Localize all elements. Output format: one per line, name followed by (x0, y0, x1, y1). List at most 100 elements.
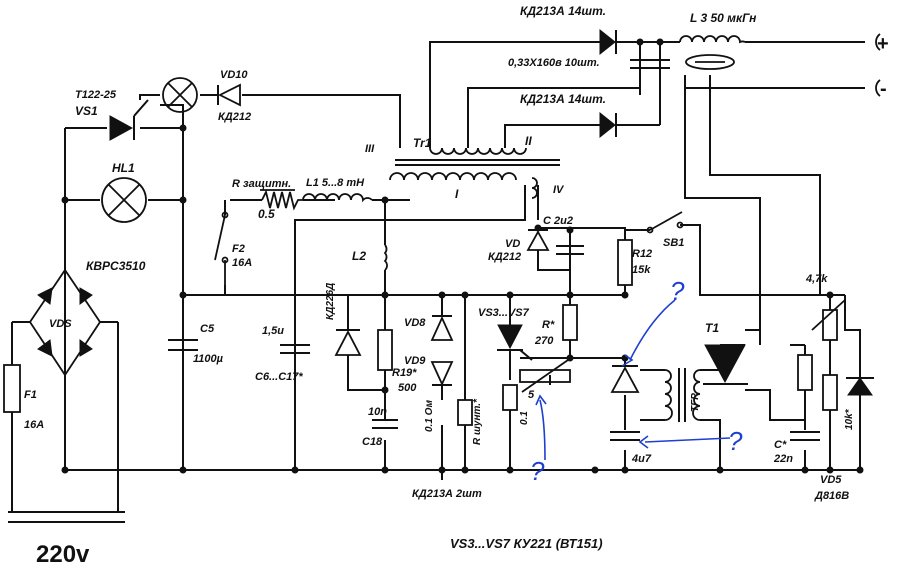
inductor-l2-symbol (383, 244, 388, 271)
label-vd: VD (505, 238, 520, 250)
lamp-hl1-symbol (101, 177, 147, 223)
label-r-shunt-val: 0.1 Ом (424, 399, 435, 432)
label-vd8: VD8 (404, 317, 426, 329)
label-question-1: ? (670, 276, 685, 306)
label-d816v: Д816В (814, 490, 849, 502)
potentiometer-47k-symbol (811, 299, 846, 341)
label-c5-val: 1100µ (193, 353, 224, 365)
transformer-tr1-symbol (389, 147, 560, 199)
label-triac: Т122-25 (75, 89, 117, 101)
label-question-2: ? (728, 426, 743, 456)
capacitor-output-symbol (630, 59, 670, 69)
label-kd212-mid: КД212 (488, 251, 521, 263)
label-tgr: ТГР (690, 393, 701, 412)
label-c-star-val: 22n (773, 453, 793, 465)
label-vd9: VD9 (404, 355, 426, 367)
label-sb1: SB1 (663, 237, 684, 249)
label-r-star: R* (542, 319, 555, 331)
trigger-transformer-tgr-symbol (664, 368, 701, 422)
wiring (8, 41, 865, 523)
label-hl1: HL1 (112, 161, 135, 175)
label-mains: 220v (36, 541, 90, 568)
resistor-r19-symbol (377, 329, 393, 371)
label-r-shunt: R шунт.* (472, 398, 483, 445)
capacitor-2u2-symbol (556, 245, 584, 255)
resistor-mid-right-symbol (797, 354, 813, 391)
label-kd212-top: КД212 (218, 111, 251, 123)
label-r-protect-val: 0.5 (258, 207, 275, 221)
label-r-star-val: 270 (534, 335, 554, 347)
label-minus: - (880, 78, 887, 100)
label-f1-val: 16A (24, 419, 44, 431)
diode-vd10-symbol (217, 83, 241, 107)
label-question-3: ? (530, 456, 545, 486)
label-kd213a-mid: КД213А 14шт. (520, 92, 606, 106)
button-sb1-symbol (646, 211, 684, 234)
label-l1: L1 5...8 mH (306, 177, 365, 189)
label-pot-01: 0.1 (519, 411, 530, 425)
label-kd226: КД226Д (325, 283, 336, 320)
diode-vd-kd212-symbol (526, 229, 550, 251)
resistor-r-protect-symbol (260, 189, 303, 211)
terminal-plus-symbol (875, 33, 881, 51)
label-vd10: VD10 (220, 69, 248, 81)
label-kd213a-bottom: КД213А 2шт (412, 488, 482, 500)
label-plus: + (877, 33, 889, 55)
diode-bridge-vds-symbol (28, 268, 102, 377)
label-f2: F2 (232, 243, 245, 255)
resistor-r-star-symbol (562, 304, 578, 341)
capacitor-c18-symbol (372, 419, 398, 429)
terminal-minus-symbol (875, 79, 881, 97)
label-wind-iv: IV (553, 184, 565, 196)
diode-kd213a-mid-symbol (599, 111, 617, 139)
potentiometer-5-symbol (519, 359, 571, 393)
label-r-protect: R защитн. (232, 178, 291, 190)
zener-vd5-symbol (846, 377, 874, 396)
label-wind-i: I (455, 187, 459, 201)
label-vs3vs7: VS3...VS7 (478, 307, 530, 319)
fuse-f1-symbol (3, 364, 21, 413)
switch-f2-symbol (214, 211, 229, 285)
thyristor-vs1-symbol (109, 99, 149, 141)
label-f2-val: 16A (232, 257, 252, 269)
diode-vd8-symbol (430, 315, 454, 341)
inductor-l1-symbol (302, 193, 373, 203)
label-c-small: 1,5u (262, 325, 284, 337)
thyristor-vs3-symbol (497, 324, 533, 361)
label-pot-5: 5 (528, 389, 535, 401)
label-r12: R12 (632, 248, 652, 260)
capacitor-4u7-symbol (610, 431, 640, 441)
diode-kd213a-top-symbol (599, 28, 617, 56)
capacitor-c5-symbol (168, 339, 198, 351)
label-kd213a-top: КД213А 14шт. (520, 4, 606, 18)
diode-kd226d-symbol (334, 329, 362, 356)
label-vd5: VD5 (820, 474, 842, 486)
zener-trigger-symbol (610, 365, 640, 393)
label-r12-val: 15k (632, 264, 651, 276)
blue-annotations (535, 299, 731, 461)
component-labels: КД213А 14шт. 0,33Х160в 10шт. КД213А 14шт… (24, 4, 889, 568)
label-c18-val: 10n (368, 406, 387, 418)
capacitor-c6-c17-symbol (280, 344, 310, 354)
label-tr1: Tr1 (413, 136, 432, 150)
label-choke: L 3 50 мкГн (690, 11, 757, 25)
label-r-47k: 4,7k (805, 273, 828, 285)
resistor-01-symbol (502, 384, 518, 411)
transistor-t1-symbol (703, 344, 748, 385)
label-cap-out: 0,33Х160в 10шт. (508, 57, 600, 69)
label-l2: L2 (352, 249, 366, 263)
label-r19-val: 500 (398, 382, 417, 394)
label-wind-iii: III (365, 143, 375, 155)
choke-l3-symbol (679, 35, 746, 70)
resistor-r12-symbol (617, 239, 633, 286)
label-vs1: VS1 (75, 104, 98, 118)
label-c5: C5 (200, 323, 215, 335)
label-r-10k: 10k* (844, 408, 855, 430)
resistor-shunt-symbol (457, 399, 473, 426)
label-vd-c: C 2u2 (543, 215, 573, 227)
label-wind-ii: II (525, 134, 532, 148)
capacitor-c-star-symbol (790, 431, 820, 441)
label-f1: F1 (24, 389, 37, 401)
diode-vd9-symbol (430, 361, 454, 387)
